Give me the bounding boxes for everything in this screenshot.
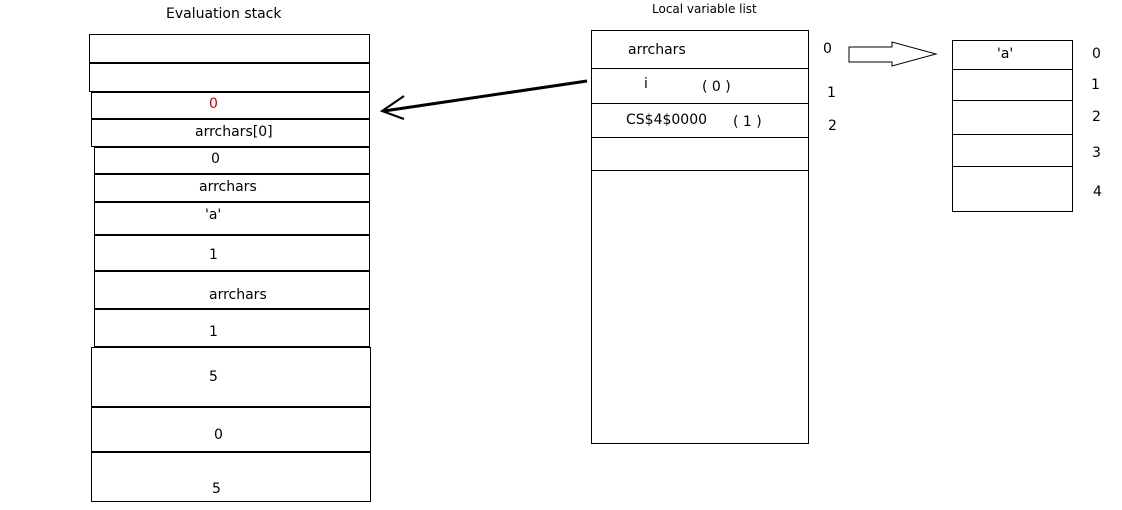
stack-cell-7: 1	[94, 235, 370, 271]
local-index-2: 2	[828, 118, 837, 134]
stack-cell-10: 5	[91, 347, 371, 407]
stack-cell-9: 1	[94, 309, 370, 347]
stack-cell-5: arrchars	[94, 174, 370, 202]
array-index-2: 2	[1092, 109, 1101, 125]
stack-cell-0	[89, 34, 370, 63]
stack-cell-12-text: 5	[212, 481, 221, 497]
evaluation-stack: 0 arrchars[0] 0 arrchars 'a' 1 arrchars …	[89, 34, 371, 504]
stack-cell-10-text: 5	[209, 369, 218, 385]
stack-cell-11: 0	[91, 407, 371, 452]
stack-cell-6-text: 'a'	[205, 207, 222, 223]
array-index-1: 1	[1091, 77, 1100, 93]
stack-cell-4: 0	[94, 147, 370, 174]
stack-cell-8: arrchars	[94, 271, 370, 309]
local-variable-list: arrchars i ( 0 ) CS$4$0000 ( 1 )	[591, 30, 809, 444]
local-to-stack-arrow	[379, 79, 588, 120]
stack-cell-11-text: 0	[214, 427, 223, 443]
stack-cell-6: 'a'	[94, 202, 370, 235]
array-index-3: 3	[1092, 145, 1101, 161]
stack-cell-2-text: 0	[209, 96, 218, 112]
local-row-0-name: arrchars	[628, 42, 686, 58]
stack-cell-3: arrchars[0]	[91, 119, 370, 147]
array-index-0: 0	[1092, 46, 1101, 62]
stack-cell-8-text: arrchars	[209, 287, 267, 303]
array-cell-0-text: 'a'	[997, 46, 1014, 62]
local-row-1-name: i	[644, 76, 648, 92]
stack-cell-4-text: 0	[211, 151, 220, 167]
local-variable-list-title: Local variable list	[652, 2, 757, 16]
stack-cell-5-text: arrchars	[199, 179, 257, 195]
local-index-1: 1	[827, 85, 836, 101]
reference-arrow	[848, 41, 938, 67]
local-index-0: 0	[823, 41, 832, 57]
array-index-4: 4	[1093, 184, 1102, 200]
char-array: 'a'	[952, 40, 1073, 212]
stack-cell-7-text: 1	[209, 247, 218, 263]
local-row-2-value: ( 1 )	[733, 114, 762, 130]
stack-cell-9-text: 1	[209, 324, 218, 340]
local-row-1-value: ( 0 )	[702, 79, 731, 95]
stack-cell-12: 5	[91, 452, 371, 502]
local-row-2-name: CS$4$0000	[626, 112, 708, 128]
stack-cell-2: 0	[91, 92, 370, 119]
stack-cell-1	[89, 63, 370, 92]
evaluation-stack-title: Evaluation stack	[166, 6, 282, 22]
stack-cell-3-text: arrchars[0]	[195, 124, 273, 140]
